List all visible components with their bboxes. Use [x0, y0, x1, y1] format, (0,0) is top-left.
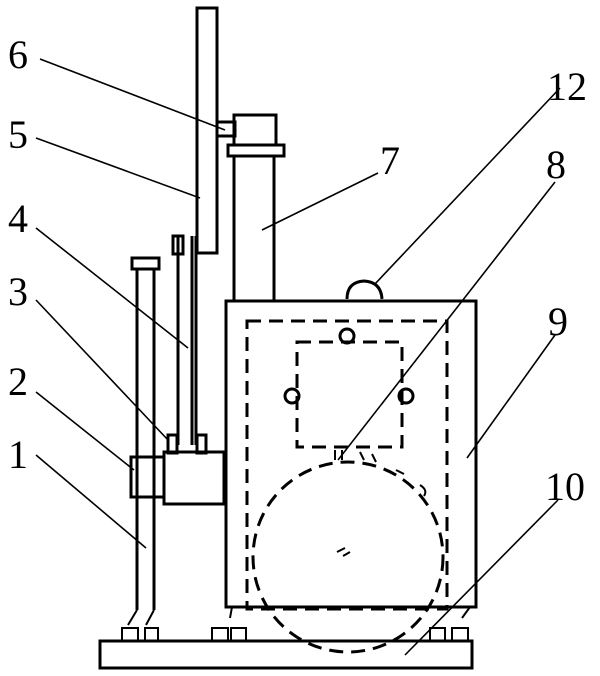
guide-rods	[171, 234, 198, 445]
label-8: 8	[546, 142, 566, 187]
support-post	[127, 256, 161, 626]
label-5: 5	[8, 112, 28, 157]
column	[226, 113, 286, 302]
connector	[215, 120, 237, 138]
label-7: 7	[380, 138, 400, 183]
inner-box	[295, 340, 404, 449]
label-3: 3	[8, 269, 28, 314]
drum-marks	[334, 450, 427, 557]
top-knob	[345, 279, 384, 300]
label-1: 1	[8, 432, 28, 477]
label-2: 2	[8, 359, 28, 404]
base-plate	[98, 639, 474, 670]
label-9: 9	[548, 299, 568, 344]
leader-lines	[35, 58, 561, 656]
drive-box	[162, 433, 226, 506]
inner-frame	[245, 319, 449, 611]
label-4: 4	[8, 196, 28, 241]
drum	[251, 460, 445, 654]
label-10: 10	[545, 464, 585, 509]
label-12: 12	[547, 64, 587, 109]
housing	[224, 299, 478, 619]
pulleys	[283, 327, 415, 405]
label-6: 6	[8, 32, 28, 77]
vertical-bar	[195, 6, 219, 255]
feet	[121, 627, 469, 641]
